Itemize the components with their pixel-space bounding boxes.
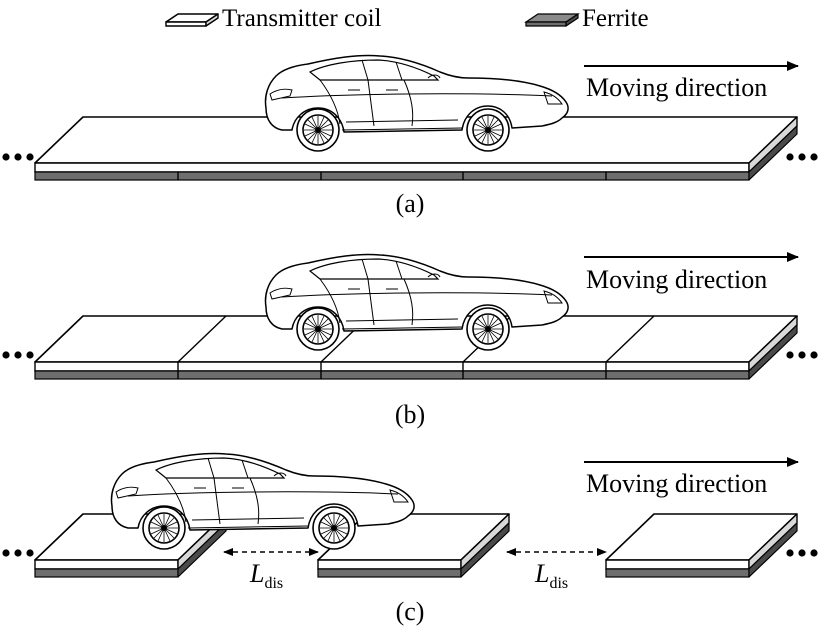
caption-b: (b) — [395, 400, 425, 429]
gap-label-2-subscript: dis — [549, 575, 568, 592]
gap-label-1: Ldis — [249, 559, 283, 592]
ellipsis-icon — [786, 549, 818, 557]
ferrite-legend-icon — [524, 13, 580, 27]
coil-legend-icon — [165, 13, 219, 27]
ellipsis-icon — [786, 351, 818, 359]
panel-c: Ldis Ldis Moving direction (c) — [2, 452, 818, 626]
direction-label-a: Moving direction — [586, 73, 767, 102]
ellipsis-icon — [2, 351, 34, 359]
ferrite-layer — [34, 324, 798, 380]
legend: Transmitter coil Ferrite — [165, 5, 649, 32]
ellipsis-icon — [786, 153, 818, 161]
direction-label-b: Moving direction — [586, 265, 767, 294]
panel-a: Moving direction (a) — [2, 54, 818, 218]
spaced-coil-1 — [34, 513, 227, 578]
ellipsis-icon — [2, 153, 34, 161]
spaced-coil-3 — [605, 513, 798, 578]
ferrite-legend-label: Ferrite — [582, 5, 649, 32]
direction-label-c: Moving direction — [586, 469, 767, 498]
gap-label-2-symbol: L — [534, 559, 549, 588]
gap-label-1-subscript: dis — [264, 575, 283, 592]
coil-legend-label: Transmitter coil — [222, 5, 382, 32]
caption-a: (a) — [396, 189, 425, 218]
ferrite-layer — [34, 125, 798, 181]
panel-b: Moving direction (b) — [2, 252, 818, 429]
gap-label-2: Ldis — [534, 559, 568, 592]
gap-label-1-symbol: L — [249, 559, 264, 588]
caption-c: (c) — [396, 597, 425, 626]
ellipsis-icon — [2, 549, 34, 557]
